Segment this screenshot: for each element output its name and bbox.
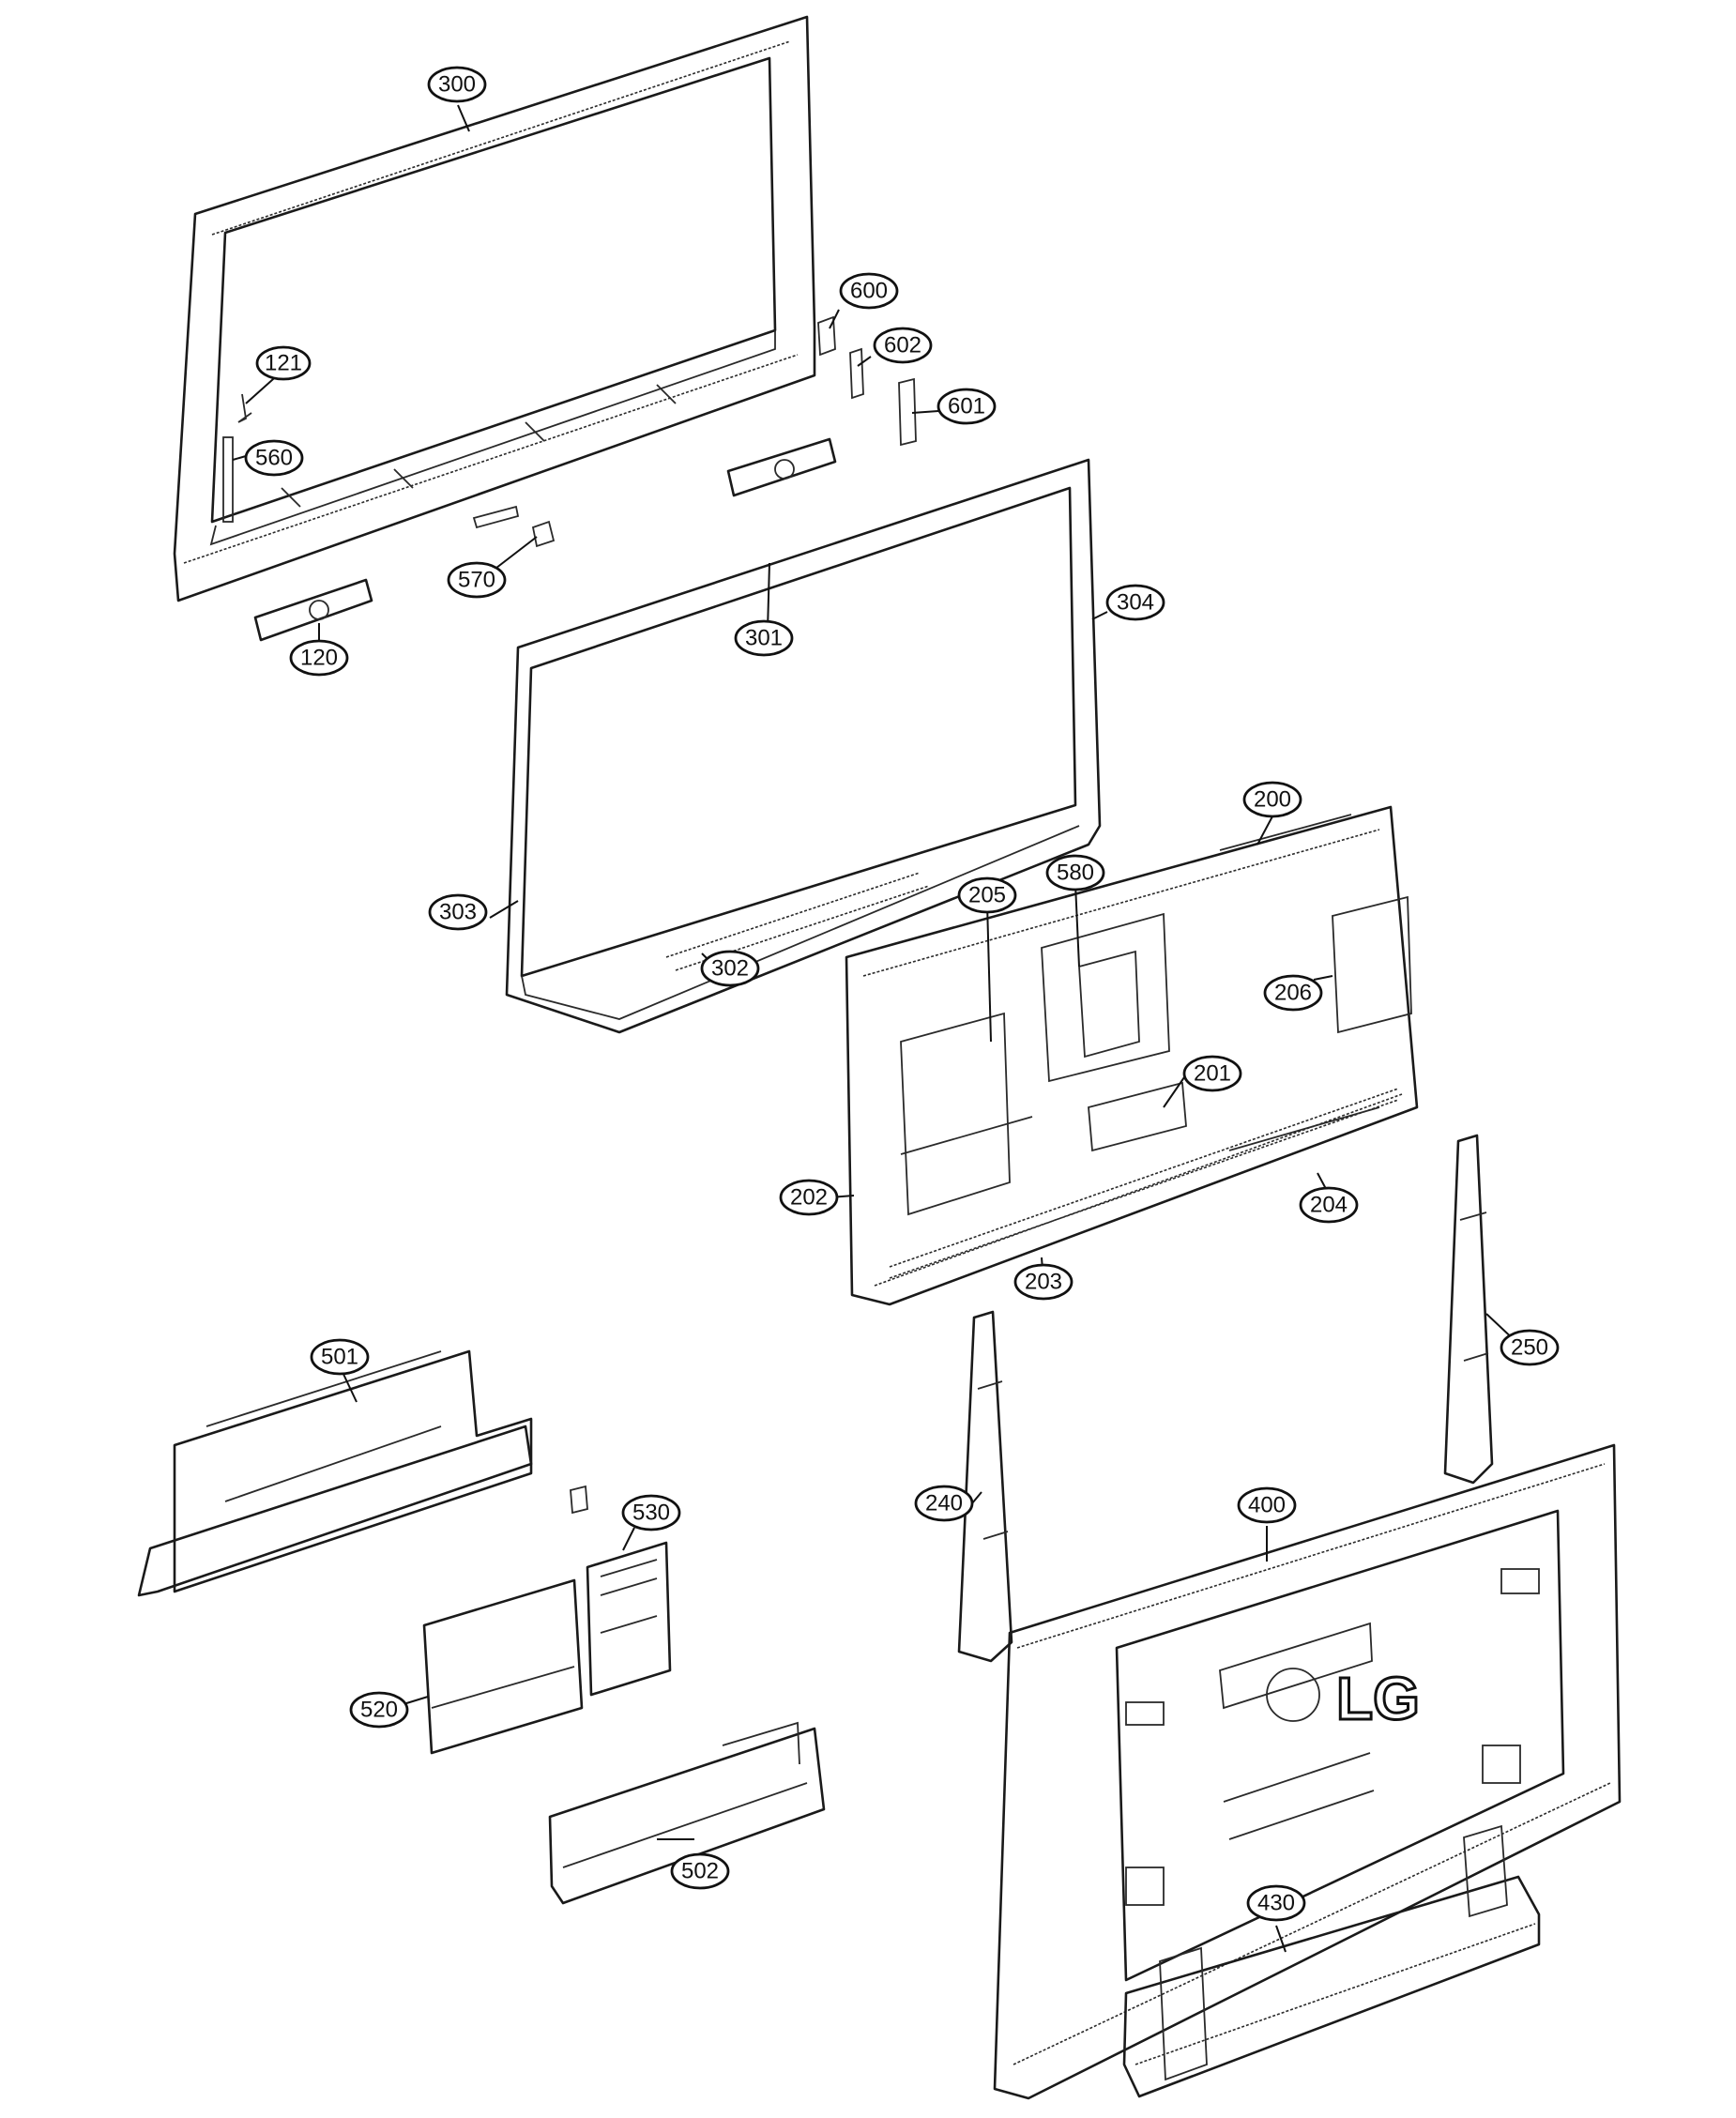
part-bracket-250 xyxy=(1443,1134,1494,1485)
callout-label: 600 xyxy=(850,279,888,304)
callout-label: 302 xyxy=(711,956,749,982)
callout-label: 400 xyxy=(1248,1493,1286,1518)
part-bracket-121 xyxy=(237,393,252,423)
callout-label: 205 xyxy=(968,883,1006,908)
callout-250: 250 xyxy=(1500,1329,1560,1366)
callout-201: 201 xyxy=(1182,1055,1242,1092)
callout-label: 200 xyxy=(1254,787,1291,813)
part-chassis-200 xyxy=(845,805,1419,1306)
callout-label: 602 xyxy=(884,333,921,358)
callout-label: 430 xyxy=(1257,1891,1295,1916)
part-board-530 xyxy=(586,1541,672,1697)
callout-label: 580 xyxy=(1057,861,1094,886)
callout-label: 502 xyxy=(681,1859,719,1884)
callout-label: 304 xyxy=(1117,590,1154,616)
part-speaker-right xyxy=(726,437,837,497)
part-speaker-left-120 xyxy=(253,578,373,642)
callout-304: 304 xyxy=(1105,584,1165,621)
callout-502: 502 xyxy=(670,1852,730,1890)
callout-label: 121 xyxy=(265,351,302,376)
callout-label: 301 xyxy=(745,626,783,651)
callout-501: 501 xyxy=(310,1338,370,1376)
callout-label: 530 xyxy=(632,1501,670,1526)
callout-400: 400 xyxy=(1237,1486,1297,1524)
callout-120: 120 xyxy=(289,639,349,677)
callout-204: 204 xyxy=(1299,1186,1359,1224)
part-small-board-570 xyxy=(472,505,556,548)
callout-602: 602 xyxy=(873,327,933,364)
callout-label: 120 xyxy=(300,646,338,671)
callout-206: 206 xyxy=(1263,974,1323,1012)
callout-430: 430 xyxy=(1246,1884,1306,1922)
callout-570: 570 xyxy=(447,561,507,599)
callout-300: 300 xyxy=(427,66,487,103)
callout-label: 202 xyxy=(790,1185,828,1211)
callout-label: 250 xyxy=(1511,1335,1548,1361)
callout-label: 206 xyxy=(1274,981,1312,1006)
callout-601: 601 xyxy=(937,388,997,425)
lg-logo-text: LG xyxy=(1336,1665,1420,1732)
callout-label: 201 xyxy=(1194,1061,1231,1087)
callout-560: 560 xyxy=(244,439,304,477)
callout-200: 200 xyxy=(1242,781,1302,818)
callout-label: 501 xyxy=(321,1345,358,1370)
callout-203: 203 xyxy=(1013,1263,1074,1301)
callout-301: 301 xyxy=(734,619,794,657)
callout-label: 570 xyxy=(458,568,495,593)
callout-label: 601 xyxy=(948,394,985,419)
callout-label: 300 xyxy=(438,72,476,98)
part-stand-430 xyxy=(1122,1824,1541,2098)
part-600 xyxy=(817,315,836,357)
part-ir-board-560 xyxy=(222,436,234,523)
callout-label: 204 xyxy=(1310,1193,1348,1218)
part-shield-501 xyxy=(137,1349,588,1597)
part-board-520 xyxy=(422,1578,584,1755)
callout-580: 580 xyxy=(1045,854,1105,891)
callout-202: 202 xyxy=(779,1179,839,1216)
part-front-bezel-300 xyxy=(173,15,816,602)
callout-600: 600 xyxy=(839,272,899,310)
callout-label: 240 xyxy=(925,1491,963,1516)
callout-303: 303 xyxy=(428,893,488,931)
part-back-cover-400 xyxy=(993,1443,1622,2100)
callout-label: 520 xyxy=(360,1698,398,1723)
callout-520: 520 xyxy=(349,1691,409,1729)
callout-205: 205 xyxy=(957,876,1017,914)
part-602 xyxy=(849,347,864,400)
callout-label: 203 xyxy=(1025,1270,1062,1295)
callout-label: 560 xyxy=(255,446,293,471)
part-bracket-240 xyxy=(957,1310,1013,1663)
part-inner-frame-301 xyxy=(505,458,1102,1034)
callout-label: 303 xyxy=(439,900,477,925)
callout-530: 530 xyxy=(621,1494,681,1531)
part-601 xyxy=(898,377,917,447)
callout-302: 302 xyxy=(700,950,760,987)
callout-240: 240 xyxy=(914,1485,974,1522)
lg-logo: LG xyxy=(1266,1664,1421,1734)
callout-121: 121 xyxy=(255,345,312,381)
